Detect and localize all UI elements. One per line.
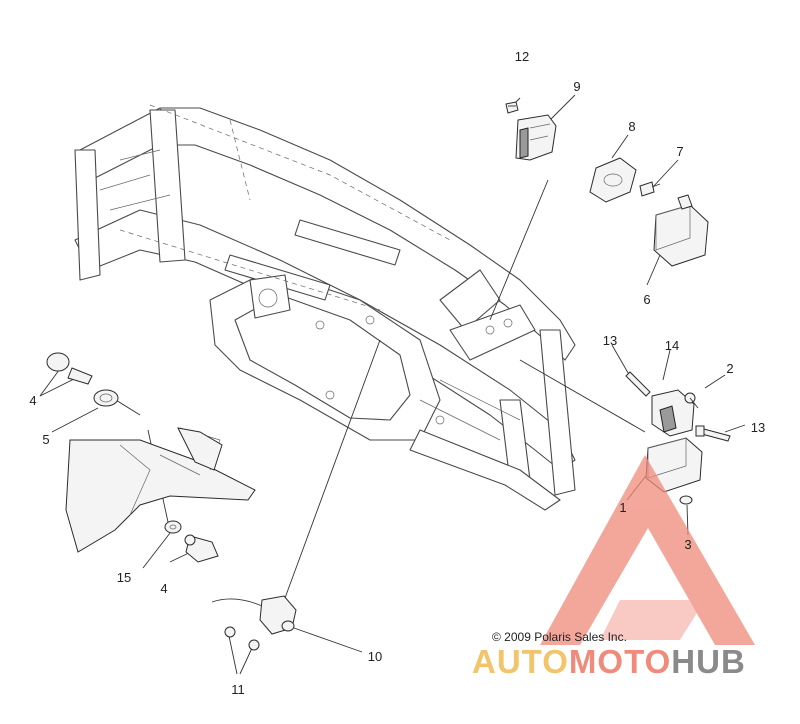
- callout-10: 10: [368, 649, 382, 664]
- callout-13-right: 13: [751, 420, 765, 435]
- watermark-hub: HUB: [671, 643, 746, 680]
- part-9-bracket: [515, 114, 557, 161]
- part-15-washer: [164, 520, 182, 534]
- callout-13-upper: 13: [603, 333, 617, 348]
- callout-11: 11: [231, 682, 245, 697]
- callout-8: 8: [628, 119, 635, 134]
- callout-9: 9: [573, 79, 580, 94]
- watermark-auto: AUTO: [472, 643, 569, 680]
- part-2-bolt: [684, 392, 699, 409]
- callout-numbers: 12 9 8 7 6 13 14 2 13 1 3 4 5 15 4 10 11: [29, 49, 765, 697]
- atv-frame: [74, 104, 576, 511]
- part-14-bracket: [651, 389, 695, 437]
- callout-6: 6: [643, 292, 650, 307]
- part-7-screw: [639, 181, 661, 197]
- part-12-clip: [505, 101, 519, 114]
- part-10-sensor: [211, 595, 297, 635]
- part-13-bolt-right: [695, 425, 731, 442]
- callout-4-lower: 4: [160, 581, 167, 596]
- copyright-notice: © 2009 Polaris Sales Inc.: [492, 630, 627, 644]
- callout-5: 5: [42, 432, 49, 447]
- part-1-module: [645, 437, 703, 493]
- callout-4-upper: 4: [29, 393, 36, 408]
- watermark-moto: MOTO: [568, 643, 672, 680]
- part-11-screws: [224, 626, 260, 651]
- callout-15: 15: [117, 570, 131, 585]
- callout-1: 1: [619, 500, 626, 515]
- callout-12: 12: [515, 49, 529, 64]
- part-8-gasket: [589, 157, 637, 203]
- callout-2: 2: [726, 361, 733, 376]
- watermark-logo: AUTOMOTOHUB: [472, 643, 792, 681]
- watermark-triangle-icon: [540, 455, 755, 645]
- part-5-grommet: [93, 389, 119, 407]
- part-4-bulb-bottom: [184, 534, 219, 563]
- callout-14: 14: [665, 338, 679, 353]
- part-4-bulb-top: [46, 352, 93, 385]
- part-6-control-module: [653, 194, 709, 267]
- callout-3: 3: [684, 537, 691, 552]
- part-headlight-housing: [65, 427, 256, 553]
- part-13-bolt-left: [625, 371, 651, 397]
- part-3-nut: [679, 495, 693, 505]
- callout-7: 7: [676, 144, 683, 159]
